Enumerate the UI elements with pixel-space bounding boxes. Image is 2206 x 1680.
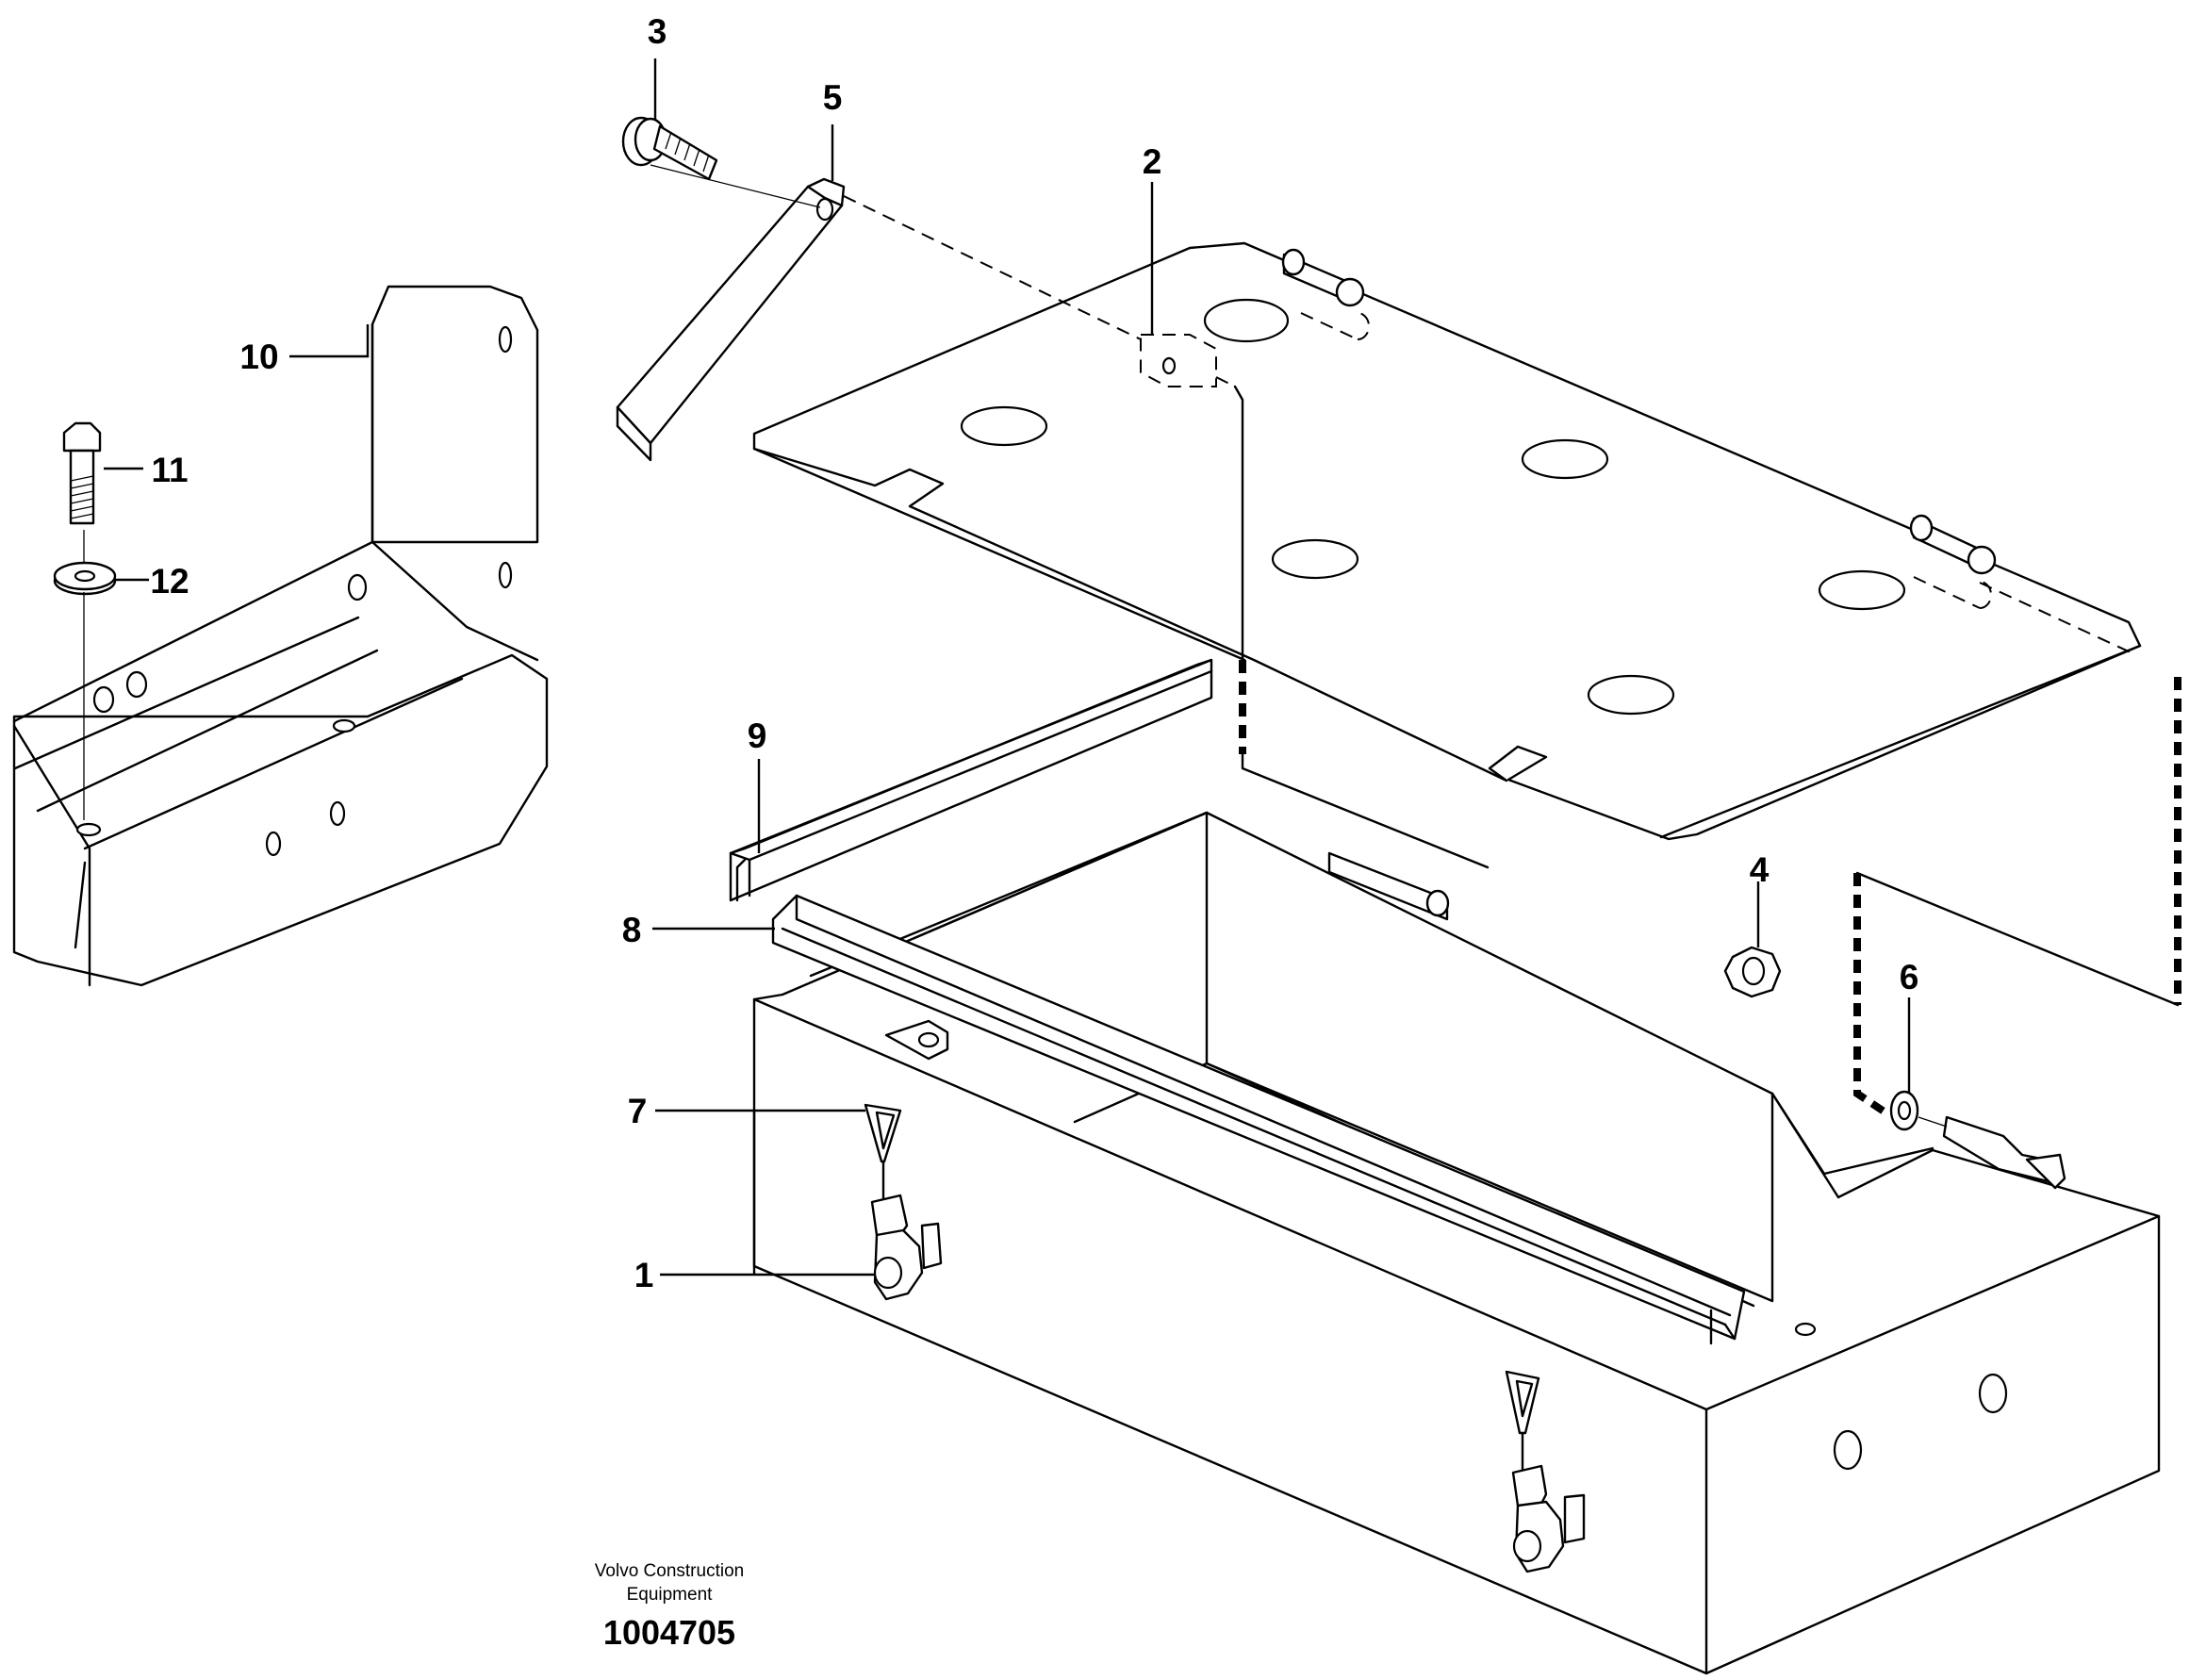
part-7-latch-left (864, 1103, 943, 1301)
callout-2: 2 (1143, 142, 1162, 181)
callout-4: 4 (1750, 850, 1770, 889)
callout-7: 7 (628, 1092, 648, 1130)
callout-12: 12 (150, 562, 189, 601)
callout-1: 1 (634, 1256, 654, 1294)
part-9-strip (729, 658, 1213, 902)
callout-6: 6 (1900, 958, 1919, 996)
company-name-line1: Volvo Construction (595, 1561, 744, 1581)
part-3-screw (621, 116, 718, 181)
part-6-washer-pin (1889, 1090, 2066, 1190)
lid-projection-edges (1241, 752, 2180, 1007)
callout-numbers: 3 5 2 10 11 12 9 8 4 6 7 1 (150, 12, 1918, 1294)
leader-10 (289, 324, 370, 358)
callout-10: 10 (239, 338, 278, 376)
company-name-line2: Equipment (627, 1585, 714, 1605)
drawing-number: 1004705 (603, 1613, 735, 1652)
callout-3: 3 (648, 12, 667, 51)
part-12-washer (53, 561, 117, 596)
part-11-bolt (62, 421, 102, 525)
callout-9: 9 (748, 716, 767, 755)
part-8-strip (771, 894, 1746, 1345)
part-4-nut (1723, 946, 1782, 998)
part-5-strap (616, 177, 846, 462)
part-1-latch-right (1505, 1370, 1586, 1573)
footer: Volvo Construction Equipment 1004705 (595, 1561, 744, 1652)
callout-11: 11 (151, 451, 188, 489)
part-10-bracket (12, 285, 549, 987)
leader-lines (104, 58, 1911, 1276)
hidden-edge-right (1853, 677, 2181, 1116)
box-body (752, 811, 2161, 1675)
callout-8: 8 (622, 911, 642, 949)
callout-5: 5 (823, 78, 843, 117)
part-2-cover (650, 164, 2142, 841)
